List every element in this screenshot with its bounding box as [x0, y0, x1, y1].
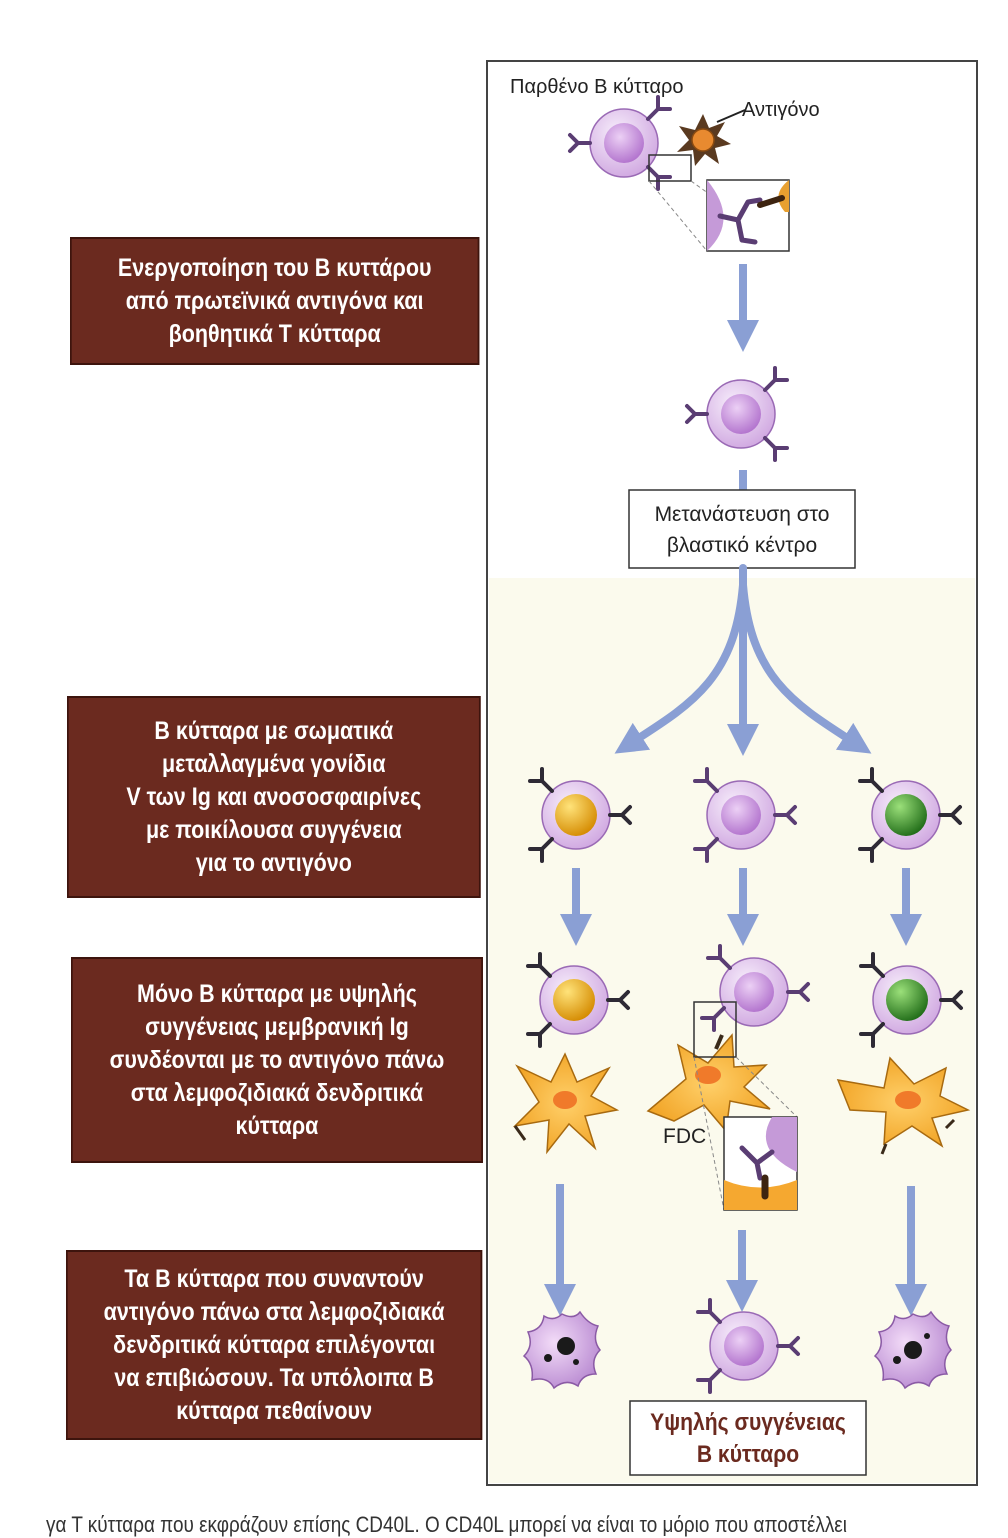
outcome-arrows	[544, 1184, 927, 1316]
fdc-right	[836, 1056, 971, 1155]
b-cell-medium-affinity-purple	[693, 767, 797, 863]
migration-label-line1: Μετανάστευση στο	[655, 503, 830, 526]
zoom-inset-receptor	[706, 179, 790, 252]
high-affinity-label-line1: Υψηλής συγγένειας	[650, 1409, 846, 1436]
step-selection-text: Τα Β κύτταρα που συναντούν αντιγόνο πάνω…	[103, 1264, 445, 1425]
step-activation-text: Ενεργοποίηση του Β κυττάρου από πρωτεϊνι…	[117, 253, 432, 348]
step-mutation-text: Β κύτταρα με σωματικά μεταλλαγμένα γονίδ…	[126, 716, 422, 877]
fdc-label: FDC	[663, 1125, 706, 1148]
naive-b-cell	[568, 95, 672, 191]
step-binding-text: Μόνο Β κύτταρα με υψηλής συγγένειας μεμβ…	[109, 979, 445, 1140]
step-mutation-label: Β κύτταρα με σωματικά μεταλλαγμένα γονίδ…	[67, 696, 481, 898]
step-selection-label: Τα Β κύτταρα που συναντούν αντιγόνο πάνω…	[66, 1250, 483, 1440]
naive-b-cell-label: Παρθένο Β κύτταρο	[510, 76, 684, 98]
activated-b-cell	[685, 366, 789, 462]
antigen-particle	[677, 109, 746, 166]
step-activation-label: Ενεργοποίηση του Β κυττάρου από πρωτεϊνι…	[70, 237, 480, 365]
apoptotic-cell-left	[522, 1310, 602, 1390]
fdc-zoom-inset	[723, 1116, 798, 1211]
zoom-lines-fdc	[693, 1056, 798, 1211]
migration-box	[628, 489, 856, 569]
migration-label-line2: βλαστικό κέντρο	[667, 534, 817, 557]
b-cell-green-unbound	[859, 952, 963, 1048]
fdc-left	[512, 1052, 620, 1155]
high-affinity-label-line2: Β κύτταρο	[697, 1441, 799, 1468]
fdc-middle	[646, 1033, 771, 1133]
selection-arrows	[560, 868, 922, 946]
step-binding-label: Μόνο Β κύτταρα με υψηλής συγγένειας μεμβ…	[71, 957, 483, 1163]
antigen-label: Αντιγόνο	[742, 99, 820, 121]
zoom-frame-fdc	[693, 1001, 737, 1058]
b-cell-purple-bound	[700, 944, 810, 1032]
high-affinity-box	[629, 1400, 867, 1476]
footer-text: γα Τ κύτταρα που εκφράζουν επίσης CD40L.…	[46, 1512, 847, 1537]
b-cell-low-affinity-yellow	[528, 767, 632, 863]
b-cell-low-affinity-green	[858, 767, 962, 863]
apoptotic-cell-right	[873, 1310, 953, 1390]
branch-arrows	[614, 564, 872, 756]
surviving-high-affinity-b-cell	[696, 1298, 800, 1394]
zoom-frame-small	[648, 154, 692, 182]
b-cell-yellow-unbound	[526, 952, 630, 1048]
